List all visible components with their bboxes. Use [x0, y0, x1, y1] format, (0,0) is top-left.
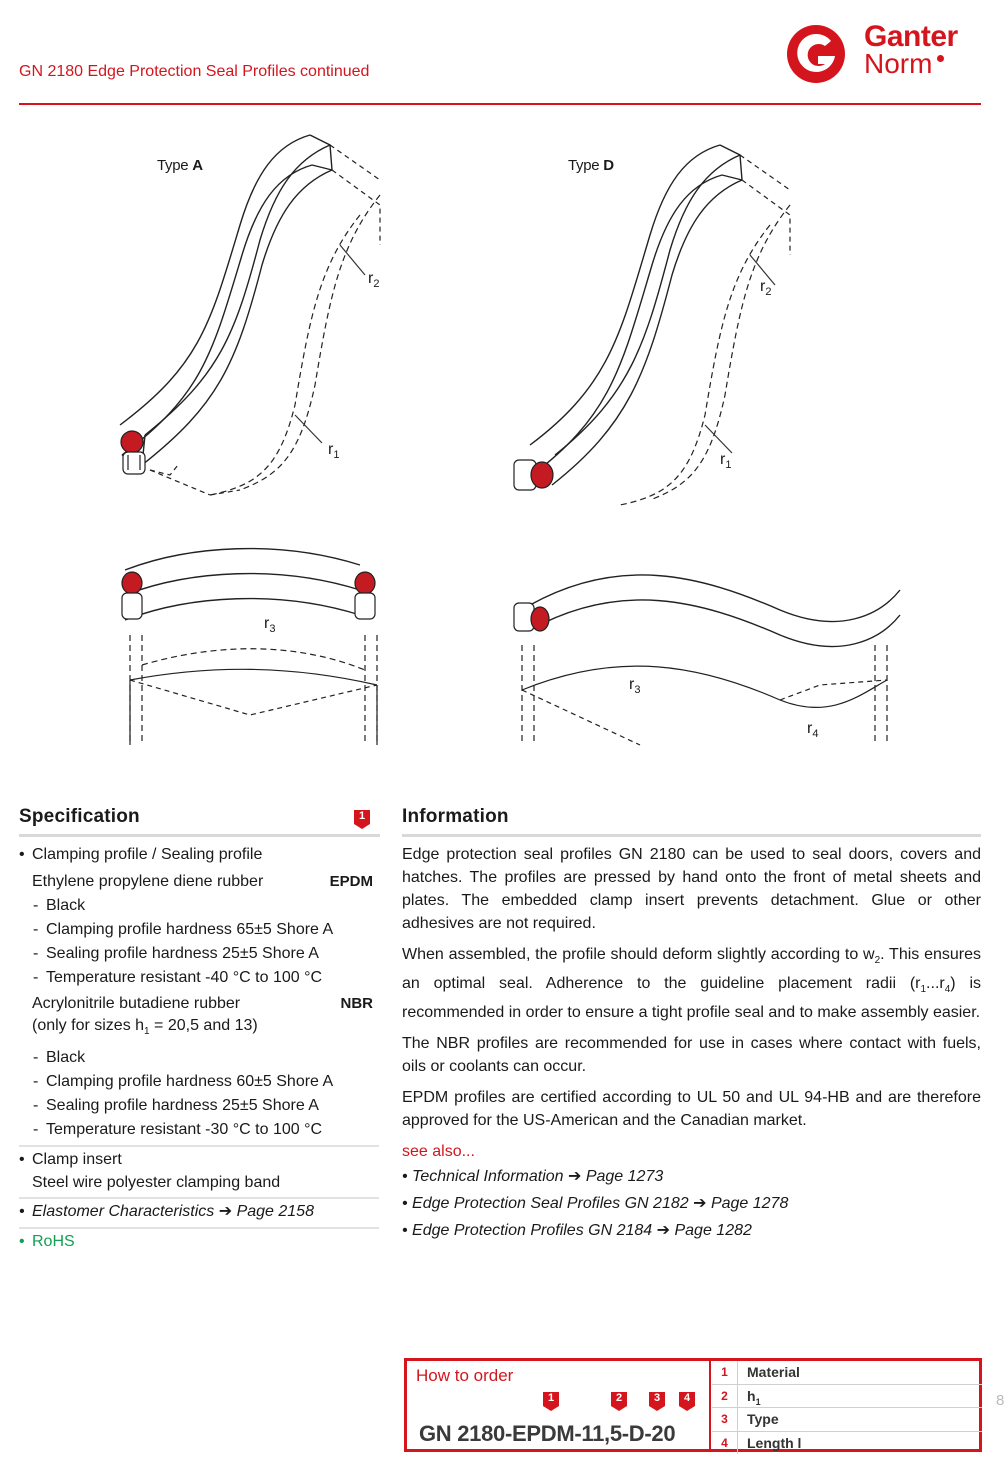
spec-item-clamp-insert: Clamp insert: [19, 1148, 379, 1172]
spec-elastomer-link[interactable]: Elastomer Characteristics ➔ Page 2158: [19, 1200, 379, 1224]
spec-nbr-temperature: Temperature resistant -30 °C to 100 °C: [19, 1118, 379, 1142]
type-a-profile-drawing: [119, 134, 381, 496]
spec-rohs: RoHS: [19, 1230, 379, 1254]
how-to-order-title: How to order: [416, 1366, 514, 1385]
how-to-order-box: How to order 1 2 3 4 GN 2180-EPDM-11,5-D…: [404, 1358, 982, 1454]
type-d-profile-drawing: [513, 144, 791, 506]
spec-epdm-hardness-seal: Sealing profile hardness 25±5 Shore A: [19, 942, 379, 966]
type-a-arc-profile-drawing: [121, 547, 378, 745]
see-also-link[interactable]: • Edge Protection Seal Profiles GN 2182 …: [402, 1195, 789, 1213]
header-rule: [19, 103, 981, 105]
spec-separator: [19, 1145, 379, 1148]
r3-label-type-d: r3: [629, 676, 641, 697]
page-edge-number: 8: [996, 1392, 1004, 1409]
r4-label-type-d: r4: [807, 720, 819, 741]
spec-epdm-hardness-clamp: Clamping profile hardness 65±5 Shore A: [19, 918, 379, 942]
order-badge-4: 4: [678, 1391, 696, 1412]
spec-item-profile: Clamping profile / Sealing profile: [19, 843, 379, 867]
specification-badge: 1: [353, 809, 371, 830]
spec-nbr-hardness-clamp: Clamping profile hardness 60±5 Shore A: [19, 1070, 379, 1094]
info-paragraph-4: EPDM profiles are certified according to…: [402, 1089, 981, 1130]
spec-separator: [19, 1227, 379, 1230]
order-badge-2: 2: [610, 1391, 628, 1412]
order-badge-3: 3: [648, 1391, 666, 1412]
spec-separator: [19, 1197, 379, 1200]
see-also-link[interactable]: • Technical Information ➔ Page 1273: [402, 1168, 664, 1186]
type-d-label: Type D: [568, 157, 614, 174]
epdm-code: EPDM: [329, 873, 373, 890]
specification-rule: [19, 834, 380, 837]
info-paragraph-3: The NBR profiles are recommended for use…: [402, 1035, 981, 1076]
r2-label-type-a: r2: [368, 270, 380, 291]
spec-nbr-sizes: (only for sizes h1 = 20,5 and 13): [32, 1017, 258, 1038]
logo-line2: Norm: [864, 48, 933, 79]
nbr-code: NBR: [340, 995, 374, 1012]
r2-label-type-d: r2: [760, 278, 772, 299]
see-also-heading: see also...: [402, 1143, 475, 1161]
specification-title: Specification: [19, 806, 140, 827]
page-header-title: GN 2180 Edge Protection Seal Profiles co…: [19, 63, 370, 80]
logo-line1: Ganter: [864, 20, 958, 53]
spec-epdm-color: Black: [19, 894, 379, 918]
information-title: Information: [402, 806, 509, 827]
spec-epdm-temperature: Temperature resistant -40 °C to 100 °C: [19, 966, 379, 990]
logo-dot: [937, 55, 944, 62]
profile-drawing: [119, 134, 901, 746]
spec-clamp-insert-desc: Steel wire polyester clamping band: [32, 1174, 281, 1192]
ganter-norm-logo: Ganter Norm: [784, 22, 984, 86]
spec-nbr-hardness-seal: Sealing profile hardness 25±5 Shore A: [19, 1094, 379, 1118]
information-rule: [402, 834, 981, 837]
r1-label-type-d: r1: [720, 451, 732, 472]
spec-nbr-color: Black: [19, 1043, 379, 1070]
r1-label-type-a: r1: [328, 441, 340, 462]
info-paragraph-2: When assembled, the profile should defor…: [402, 946, 981, 1022]
order-badge-1: 1: [542, 1391, 560, 1412]
type-a-label: Type A: [157, 157, 203, 174]
r3-label-type-a: r3: [264, 615, 276, 636]
see-also-link[interactable]: • Edge Protection Profiles GN 2184 ➔ Pag…: [402, 1222, 752, 1240]
order-code: GN 2180-EPDM-11,5-D-20: [419, 1421, 676, 1446]
info-paragraph-1: Edge protection seal profiles GN 2180 ca…: [402, 846, 981, 932]
information-text: Edge protection seal profiles GN 2180 ca…: [402, 843, 981, 1244]
type-d-s-profile-drawing: [513, 574, 901, 746]
profile-figure: Type A Type D r2 r1 r2 r1 r3 r3 r4: [90, 125, 920, 765]
specification-list: Clamping profile / Sealing profile Ethyl…: [19, 843, 379, 1254]
order-divider: [709, 1361, 711, 1449]
ganter-logo-icon: [787, 25, 845, 83]
